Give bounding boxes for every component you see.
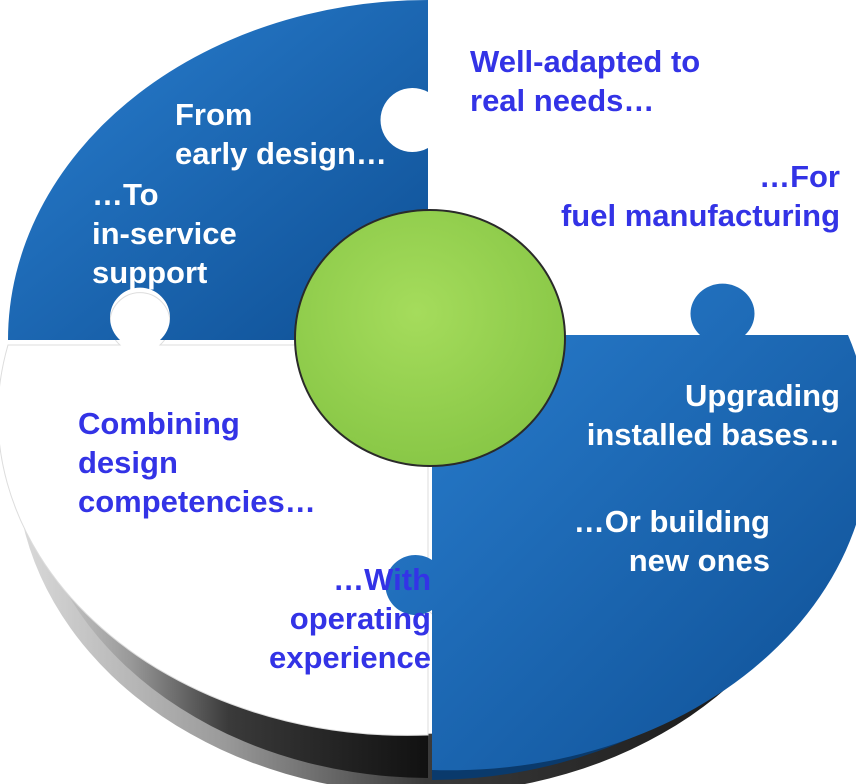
bottom-left-body-line: experience bbox=[269, 640, 431, 675]
top-left-body-line: support bbox=[92, 255, 208, 290]
top-left-heading: From early design… bbox=[175, 95, 387, 173]
bottom-right-heading: Upgrading installed bases… bbox=[587, 376, 840, 454]
top-left-body: …To in-service support bbox=[92, 175, 237, 292]
top-left-body-line: in-service bbox=[92, 216, 237, 251]
bottom-right-body-line: new ones bbox=[628, 543, 770, 578]
top-right-heading-line: Well-adapted to bbox=[470, 44, 701, 79]
bottom-left-body-line: …With bbox=[333, 562, 431, 597]
bottom-right-heading-line: installed bases… bbox=[586, 417, 840, 452]
top-left-body-line: …To bbox=[92, 177, 159, 212]
bottom-right-heading-line: Upgrading bbox=[685, 378, 840, 413]
bottom-right-body-line: …Or building bbox=[573, 504, 770, 539]
top-right-body-line: …For bbox=[759, 159, 840, 194]
bottom-left-heading-line: competencies… bbox=[78, 484, 316, 519]
bottom-left-heading-line: Combining bbox=[78, 406, 240, 441]
bottom-left-heading-line: design bbox=[78, 445, 178, 480]
bottom-left-piece-side bbox=[30, 430, 428, 778]
bottom-left-body-line: operating bbox=[289, 601, 431, 636]
top-right-heading: Well-adapted to real needs… bbox=[470, 42, 700, 120]
top-right-heading-line: real needs… bbox=[470, 83, 655, 118]
bottom-left-body: …With operating experience bbox=[269, 560, 431, 677]
top-left-piece bbox=[8, 0, 428, 340]
top-right-body-line: fuel manufacturing bbox=[560, 198, 840, 233]
top-left-heading-line: early design… bbox=[175, 136, 387, 171]
bottom-right-body: …Or building new ones bbox=[574, 502, 770, 580]
center-circle bbox=[294, 209, 566, 467]
bottom-right-piece bbox=[385, 283, 856, 771]
top-right-body: …For fuel manufacturing bbox=[561, 157, 840, 235]
top-right-piece bbox=[432, 0, 848, 330]
bottom-left-heading: Combining design competencies… bbox=[78, 404, 316, 521]
top-left-heading-line: From bbox=[175, 97, 253, 132]
